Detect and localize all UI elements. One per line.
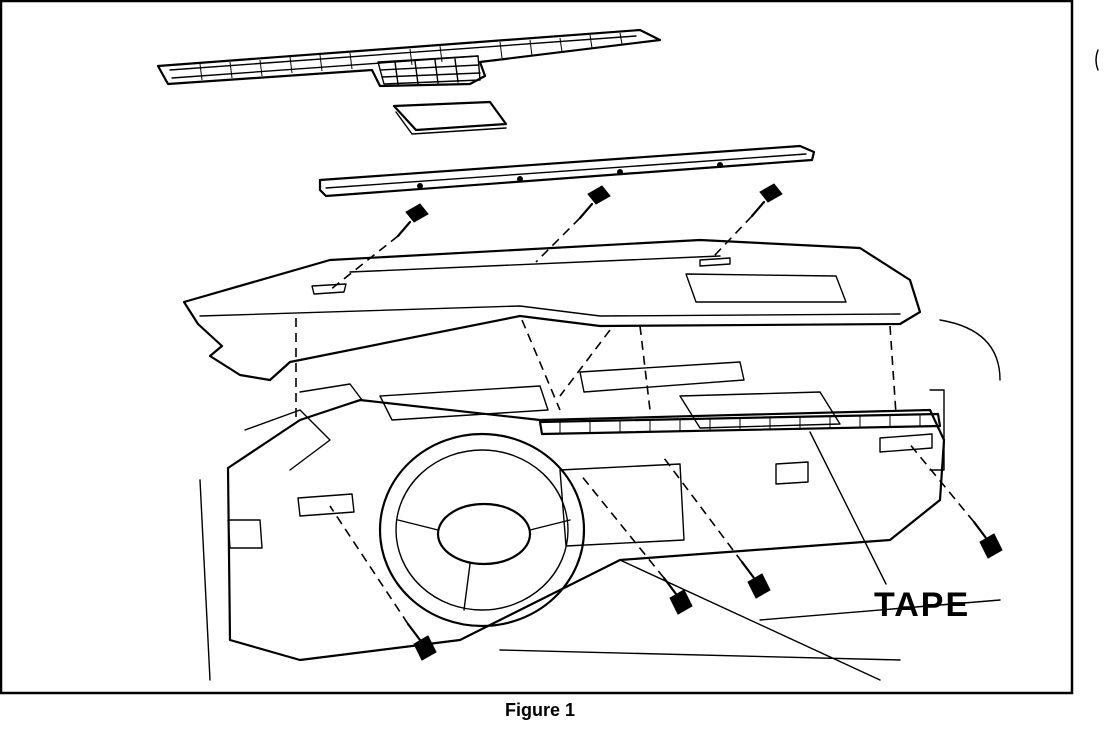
figure-border <box>0 0 1074 695</box>
side-bracket <box>929 389 945 471</box>
screw-lower-center <box>579 473 693 615</box>
screw-far-right <box>907 441 1003 559</box>
screw-lower-right <box>663 457 771 599</box>
figure-caption: Figure 1 <box>504 700 575 720</box>
instrument-panel-upper-trim-pad <box>182 238 922 382</box>
screw-upper-left <box>329 203 429 291</box>
speaker-grille-insert <box>392 100 508 135</box>
windshield-trim-strip <box>318 144 816 198</box>
tape-callout-label: TAPE <box>874 586 971 624</box>
screw-lower-left <box>329 505 437 661</box>
page-edge-mark <box>1095 49 1099 71</box>
screw-upper-center <box>535 185 611 263</box>
fastener-screws <box>295 183 1003 661</box>
screw-upper-right <box>713 183 783 257</box>
tape-strip <box>538 412 942 585</box>
steering-wheel <box>378 432 586 628</box>
defroster-grille <box>156 28 662 88</box>
instrument-panel-carrier <box>199 319 1001 681</box>
